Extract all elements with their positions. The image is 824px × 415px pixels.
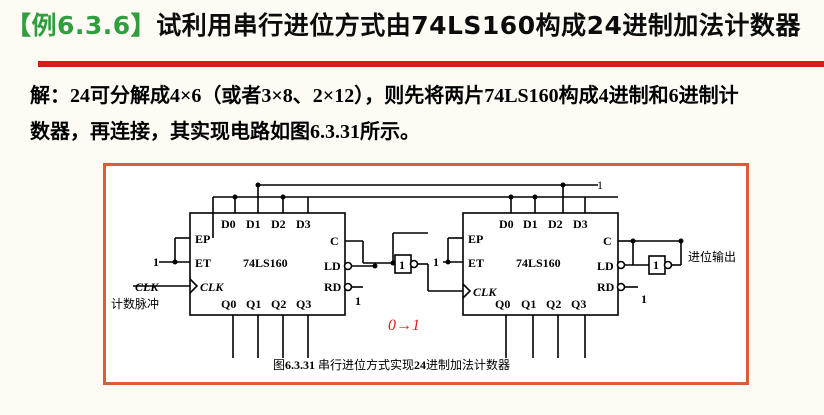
chip-left-name: 74LS160 bbox=[243, 256, 288, 270]
svg-text:Q2: Q2 bbox=[546, 297, 561, 311]
svg-text:D2: D2 bbox=[548, 217, 563, 231]
svg-text:RD: RD bbox=[597, 280, 615, 294]
rd-bubble-right bbox=[616, 282, 626, 292]
svg-text:D3: D3 bbox=[296, 217, 311, 231]
svg-text:CLK: CLK bbox=[200, 280, 224, 294]
ld-bubble-left bbox=[343, 261, 353, 271]
slide-title: 【例6.3.6】试利用串行进位方式由74LS160构成24进制加法计数器 bbox=[6, 6, 801, 42]
svg-text:EP: EP bbox=[468, 232, 483, 246]
title-underline bbox=[38, 61, 824, 67]
svg-text:LD: LD bbox=[597, 259, 614, 273]
svg-text:EP: EP bbox=[195, 232, 210, 246]
svg-text:1: 1 bbox=[653, 258, 659, 272]
svg-text:C: C bbox=[603, 234, 612, 248]
top-one-label: 1 bbox=[597, 178, 603, 192]
inverter-bubble-right bbox=[663, 260, 673, 270]
svg-text:ET: ET bbox=[468, 256, 484, 270]
svg-text:1: 1 bbox=[399, 258, 405, 272]
svg-text:D3: D3 bbox=[573, 217, 588, 231]
svg-text:D2: D2 bbox=[271, 217, 286, 231]
svg-text:1: 1 bbox=[641, 292, 647, 306]
svg-text:D1: D1 bbox=[246, 217, 261, 231]
svg-text:Q3: Q3 bbox=[571, 297, 586, 311]
inverter-bubble-left bbox=[409, 259, 419, 269]
solution-paragraph: 解：24可分解成4×6（或者3×8、2×12），则先将两片74LS160构成4进… bbox=[30, 78, 810, 150]
handwritten-annotation: 0→1 bbox=[388, 317, 420, 334]
figure-frame bbox=[103, 163, 749, 385]
svg-text:CLK: CLK bbox=[473, 285, 497, 299]
pulse-label: 计数脉冲 bbox=[111, 296, 159, 311]
svg-text:ET: ET bbox=[195, 256, 211, 270]
svg-text:1: 1 bbox=[153, 255, 159, 269]
svg-text:1: 1 bbox=[433, 255, 439, 269]
rd-bubble-left bbox=[343, 282, 353, 292]
svg-text:Q3: Q3 bbox=[296, 297, 311, 311]
circuit-diagram: 1 D0 D1 D2 D3 EP ET 74LS160 C LD RD CLK … bbox=[111, 178, 736, 372]
svg-text:RD: RD bbox=[324, 280, 342, 294]
svg-text:D1: D1 bbox=[523, 217, 538, 231]
carry-output-label: 进位输出 bbox=[688, 249, 736, 264]
solution-line-2: 数器，再连接，其实现电路如图6.3.31所示。 bbox=[30, 121, 420, 143]
ld-bubble-right bbox=[616, 260, 626, 270]
svg-text:D0: D0 bbox=[221, 217, 236, 231]
svg-text:Q2: Q2 bbox=[271, 297, 286, 311]
clk-input-label: CLK bbox=[135, 280, 159, 294]
svg-text:1: 1 bbox=[355, 294, 361, 308]
svg-text:Q0: Q0 bbox=[221, 297, 236, 311]
chip-right-name: 74LS160 bbox=[516, 256, 561, 270]
solution-line-1: 解：24可分解成4×6（或者3×8、2×12），则先将两片74LS160构成4进… bbox=[30, 85, 739, 107]
svg-text:D0: D0 bbox=[499, 217, 514, 231]
svg-text:LD: LD bbox=[324, 259, 341, 273]
title-text: 试利用串行进位方式由74LS160构成24进制加法计数器 bbox=[156, 11, 801, 40]
svg-text:C: C bbox=[330, 234, 339, 248]
example-tag: 【例6.3.6】 bbox=[6, 11, 157, 40]
svg-text:Q1: Q1 bbox=[246, 297, 261, 311]
figure-caption: 图6.3.31 串行进位方式实现24进制加法计数器 bbox=[273, 357, 510, 372]
svg-text:Q0: Q0 bbox=[495, 297, 510, 311]
svg-text:Q1: Q1 bbox=[521, 297, 536, 311]
